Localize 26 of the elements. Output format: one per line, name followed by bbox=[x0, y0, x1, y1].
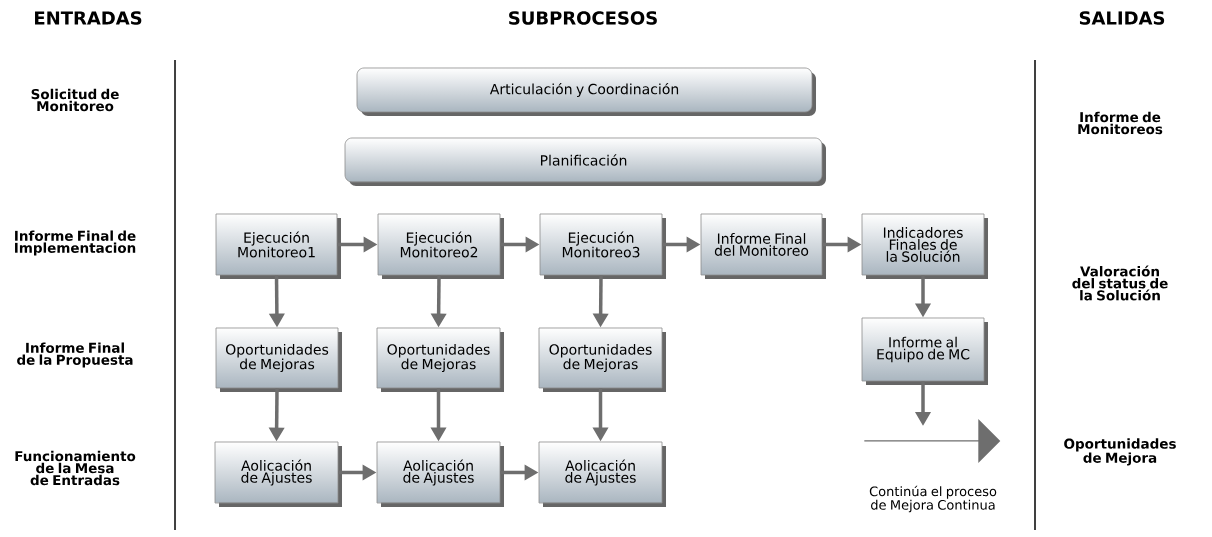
column-heading: SALIDAS bbox=[1079, 11, 1165, 25]
process-box: Aolicación de Ajustes bbox=[538, 441, 666, 507]
process-box: Ejecución Monitoreo2 bbox=[377, 213, 504, 279]
process-box: Oportunidades de Mejoras bbox=[376, 327, 504, 392]
process-box: Aolicación de Ajustes bbox=[214, 441, 342, 507]
process-box: Indicadores Finales de la Solución bbox=[861, 213, 988, 279]
side-label: Informe Final de Implementacion bbox=[15, 230, 136, 256]
caption-text: Continúa el proceso de Mejora Continua bbox=[869, 485, 997, 513]
process-box: Informe al Equipo de MC bbox=[861, 317, 988, 385]
side-label: Valoración del status de la Solución bbox=[1072, 265, 1168, 301]
side-label: Informe Final de la Propuesta bbox=[17, 342, 133, 368]
column-heading: SUBPROCESOS bbox=[509, 11, 657, 25]
side-label: Solicitud de Monitoreo bbox=[31, 88, 119, 112]
rounded-process-box: Articulación y Coordinación bbox=[356, 67, 816, 116]
rounded-process-box: Planificación bbox=[344, 137, 826, 186]
process-box: Ejecución Monitoreo1 bbox=[215, 213, 341, 279]
block-arrow bbox=[864, 419, 1001, 463]
side-label: Funcionamiento de la Mesa de Entradas bbox=[15, 450, 136, 486]
process-box: Aolicación de Ajustes bbox=[376, 441, 504, 507]
side-label: Oportunidades de Mejora bbox=[1064, 438, 1176, 466]
side-label: Informe de Monitoreos bbox=[1078, 111, 1163, 135]
column-heading: ENTRADAS bbox=[35, 11, 142, 25]
process-box: Oportunidades de Mejoras bbox=[538, 327, 666, 392]
process-box: Ejecución Monitoreo3 bbox=[539, 213, 666, 279]
process-box: Informe Final del Monitoreo bbox=[700, 213, 826, 279]
process-box: Oportunidades de Mejoras bbox=[215, 327, 342, 392]
